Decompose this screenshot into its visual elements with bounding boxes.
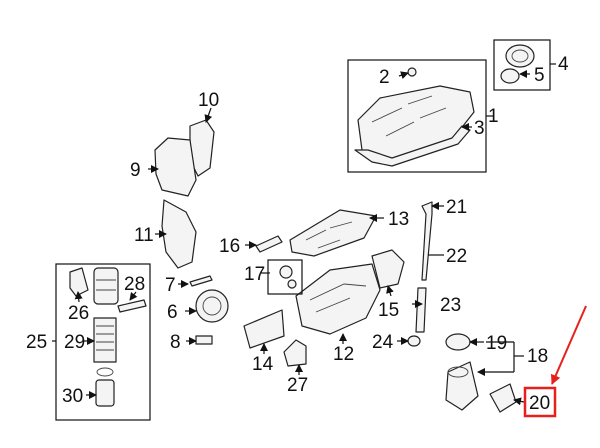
lower-timing-cover[interactable] <box>161 199 197 269</box>
highlight-group[interactable] <box>523 305 587 418</box>
valve-cover[interactable] <box>357 85 475 161</box>
callout-10[interactable]: 10 <box>198 90 219 111</box>
callout-22[interactable]: 22 <box>446 246 467 267</box>
callout-21[interactable]: 21 <box>446 197 467 218</box>
callout-23[interactable]: 23 <box>440 295 461 316</box>
callout-7[interactable]: 7 <box>165 275 176 296</box>
callout-5[interactable]: 5 <box>534 65 545 86</box>
oil-filter-element[interactable] <box>93 317 117 363</box>
tube-seal[interactable] <box>407 335 421 347</box>
callout-8[interactable]: 8 <box>170 332 181 353</box>
plug[interactable] <box>279 265 293 279</box>
callout-26[interactable]: 26 <box>68 303 89 324</box>
oil-pan-gasket[interactable] <box>289 209 377 257</box>
leaders <box>52 63 556 406</box>
dipstick-tube[interactable] <box>415 287 427 333</box>
callout-14[interactable]: 14 <box>252 354 274 375</box>
callout-2[interactable]: 2 <box>379 67 390 88</box>
timing-cover[interactable] <box>154 137 197 197</box>
callout-12[interactable]: 12 <box>333 344 354 365</box>
oil-seal-set[interactable] <box>243 309 285 349</box>
dipstick[interactable] <box>421 201 433 281</box>
callout-16[interactable]: 16 <box>219 236 240 257</box>
callout-3[interactable]: 3 <box>474 118 485 139</box>
callout-27[interactable]: 27 <box>287 375 308 396</box>
callout-9[interactable]: 9 <box>130 160 141 181</box>
oil-cap-seal[interactable] <box>500 68 520 84</box>
filter-housing-gasket[interactable] <box>489 383 517 413</box>
callout-17[interactable]: 17 <box>244 264 265 285</box>
callout-30[interactable]: 30 <box>62 386 83 407</box>
callout-28[interactable]: 28 <box>124 274 145 295</box>
crank-pulley[interactable] <box>195 289 229 323</box>
oil-cap-box <box>493 39 551 91</box>
callout-4[interactable]: 4 <box>558 54 569 75</box>
filter-cap[interactable] <box>93 267 119 305</box>
pulley-bolt[interactable] <box>189 275 213 287</box>
oil-cap[interactable] <box>505 44 535 68</box>
callout-18[interactable]: 18 <box>527 346 548 367</box>
callout-11[interactable]: 11 <box>134 225 154 246</box>
callout-24[interactable]: 24 <box>372 332 394 353</box>
callout-20[interactable]: 20 <box>529 393 550 414</box>
callout-29[interactable]: 29 <box>64 332 85 353</box>
callout-19[interactable]: 19 <box>486 333 507 354</box>
callout-1[interactable]: 1 <box>488 106 499 127</box>
highlight-box[interactable] <box>523 386 557 418</box>
mount[interactable] <box>283 339 307 367</box>
oil-pan[interactable] <box>295 263 381 335</box>
small-gasket[interactable] <box>255 235 283 253</box>
drain-bolt[interactable] <box>195 335 213 345</box>
filter-kit-box <box>55 263 151 421</box>
drain-plug[interactable] <box>95 379 115 407</box>
filter-cap-sensor[interactable] <box>69 267 89 297</box>
plug-washer[interactable] <box>287 279 297 289</box>
callout-13[interactable]: 13 <box>388 209 409 230</box>
housing-seal[interactable] <box>445 333 471 351</box>
highlight-arrow <box>551 305 587 385</box>
valve-cover-group[interactable] <box>347 59 494 173</box>
plug-box <box>267 259 303 295</box>
valve-cover-bolt[interactable] <box>407 67 417 77</box>
callout-25[interactable]: 25 <box>26 332 47 353</box>
oil-pan-baffle[interactable] <box>371 249 405 289</box>
callout-6[interactable]: 6 <box>167 302 178 323</box>
oil-filter-housing[interactable] <box>445 361 479 411</box>
callout-numbers: 2 1 3 4 5 10 9 11 16 13 21 22 17 7 6 15 … <box>26 54 569 414</box>
filter-clip[interactable] <box>117 299 147 313</box>
callout-15[interactable]: 15 <box>378 300 399 321</box>
oil-cap-group[interactable] <box>493 39 551 91</box>
